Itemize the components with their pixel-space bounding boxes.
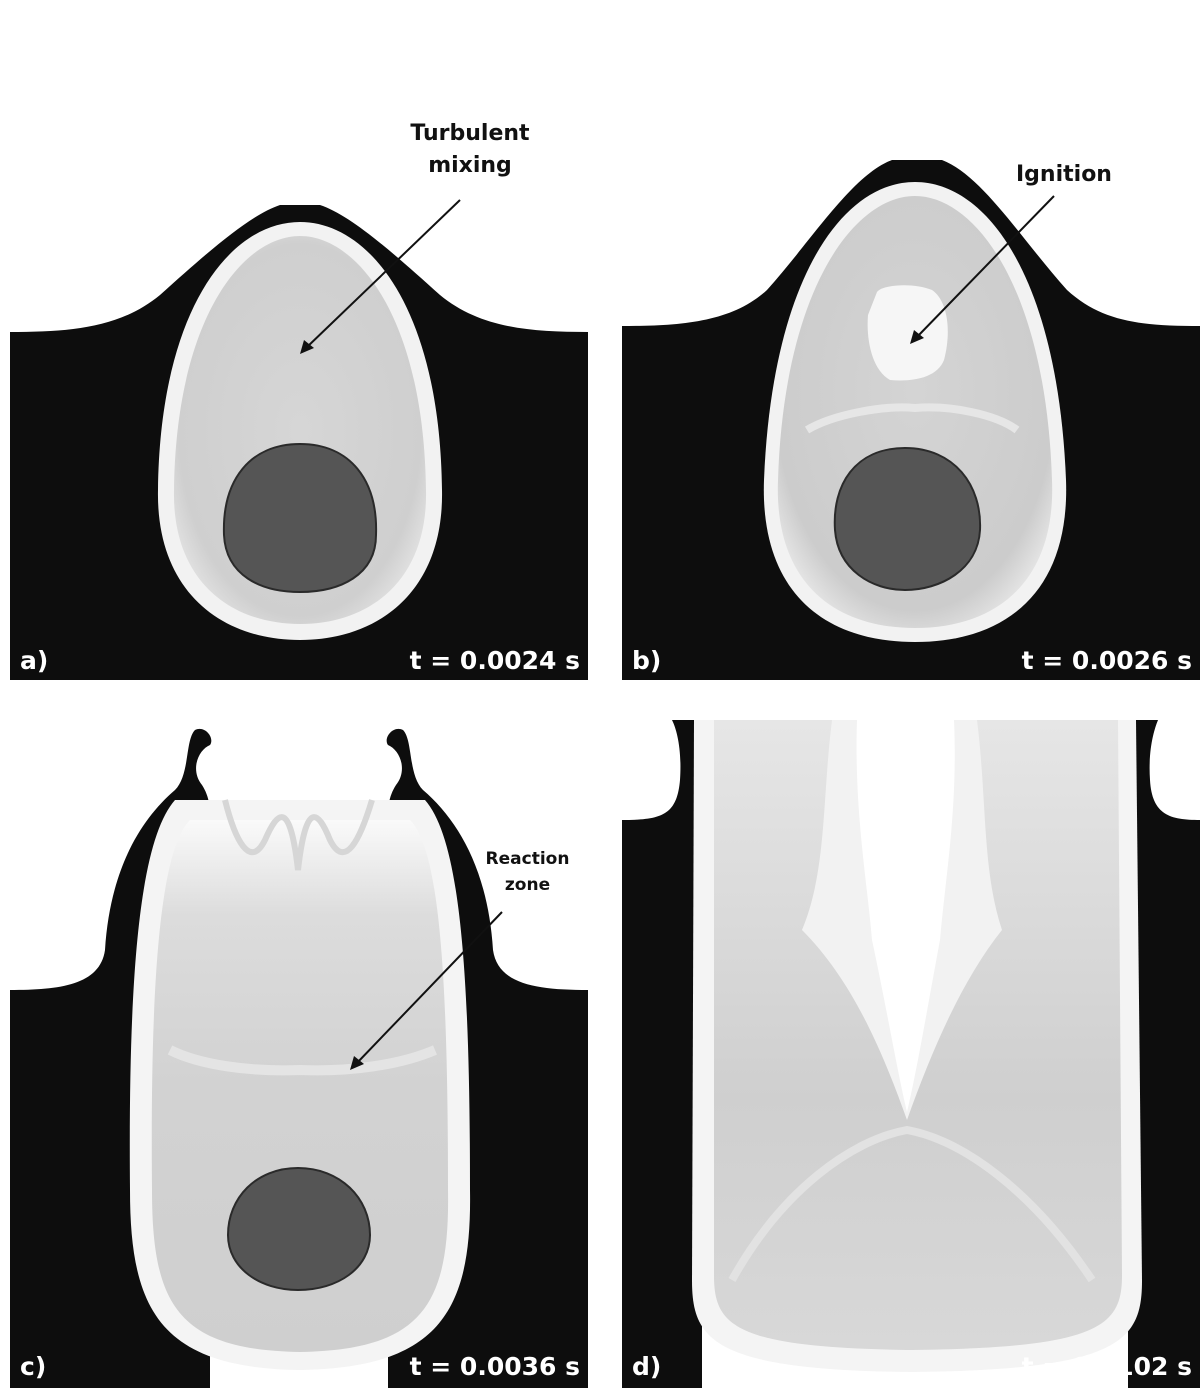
time-label: t = 0.0102 s	[1022, 1352, 1192, 1382]
panel-label: a)	[20, 646, 48, 676]
time-label: t = 0.0024 s	[410, 646, 580, 676]
dense-core	[835, 448, 980, 590]
time-label: t = 0.0036 s	[410, 1352, 580, 1382]
panel-d-field	[622, 720, 1200, 1388]
annotation-text: Turbulent mixing	[400, 118, 540, 182]
panel-a: Turbulent mixing a) t = 0.0024 s	[10, 10, 588, 680]
annotation-text: Ignition	[1004, 160, 1124, 190]
panel-a-field	[10, 10, 588, 680]
ignition-kernel	[868, 285, 948, 380]
panel-d: d) t = 0.0102 s	[622, 720, 1200, 1388]
dense-core	[224, 444, 376, 592]
panel-label: b)	[632, 646, 661, 676]
panel-label: d)	[632, 1352, 661, 1382]
panel-c-field	[10, 720, 588, 1388]
panel-label: c)	[20, 1352, 46, 1382]
time-label: t = 0.0026 s	[1022, 646, 1192, 676]
panel-c: Reaction zone c) t = 0.0036 s	[10, 720, 588, 1388]
dense-core	[228, 1168, 370, 1290]
panel-b: Ignition b) t = 0.0026 s	[622, 10, 1200, 680]
liquid-region	[622, 720, 702, 1388]
panel-b-field	[622, 10, 1200, 680]
annotation-text: Reaction zone	[470, 846, 585, 898]
